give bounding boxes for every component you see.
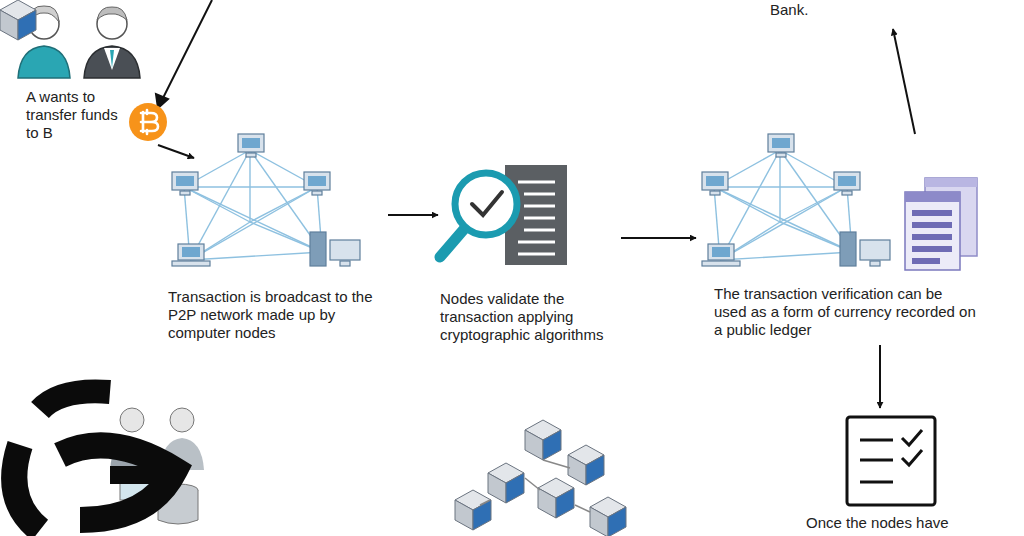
checklist-icon: [847, 417, 935, 505]
p2p-network: [172, 134, 360, 266]
step-caption: Transaction is broadcast to the P2P netw…: [168, 288, 392, 342]
bitcoin-coin: [129, 103, 167, 141]
flow-arrow: [893, 29, 915, 134]
flow-arrow: [879, 345, 881, 408]
step-caption: A wants to transfer funds to B: [26, 88, 118, 142]
validation-step: Nodes validate the transaction applying …: [436, 140, 651, 348]
bank-label: Bank.: [768, 1, 908, 23]
flow-arrow: [388, 214, 438, 216]
step-caption: Bank.: [770, 1, 900, 19]
flow-arrow: [621, 237, 696, 239]
step-caption: Once the nodes have: [806, 514, 988, 532]
sender-group: A wants to transfer funds to B: [18, 0, 158, 146]
flow-arrow: [158, 145, 194, 158]
ledger-step: The transaction verification can be used…: [700, 128, 980, 343]
ledger-icon: [905, 178, 977, 270]
network-step: Transaction is broadcast to the P2P netw…: [166, 128, 396, 346]
blockchain-cubes: [0, 0, 626, 536]
next-step: Once the nodes have: [800, 412, 992, 536]
step-caption: The transaction verification can be used…: [714, 285, 976, 339]
step-caption: Nodes validate the transaction applying …: [440, 290, 630, 344]
logo: [14, 391, 175, 530]
people-icon: [18, 6, 140, 78]
validation-icon: [440, 165, 567, 265]
p2p-network: [702, 134, 890, 266]
